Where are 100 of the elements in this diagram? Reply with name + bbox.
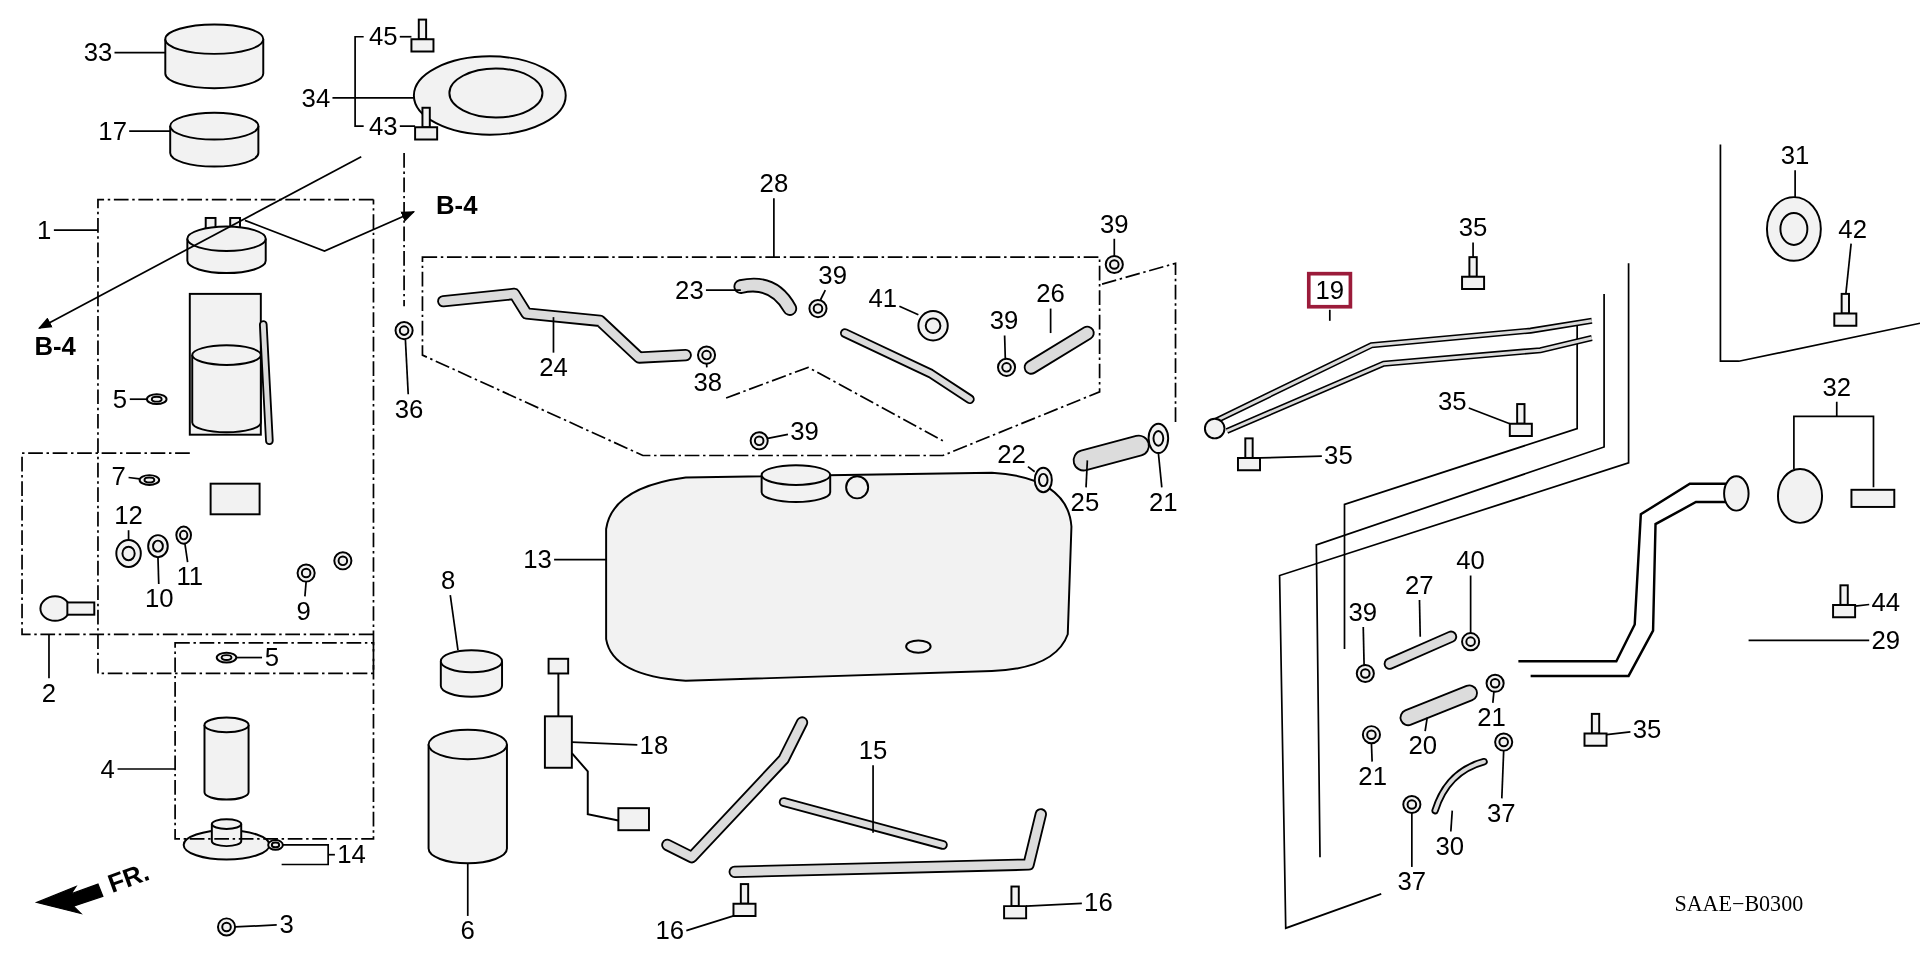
callout-number: 42 xyxy=(1838,215,1867,243)
callout-number: 31 xyxy=(1780,142,1810,169)
leader-line xyxy=(127,476,141,480)
leader-line xyxy=(1003,334,1007,360)
hose-clip-drawing xyxy=(1104,254,1124,275)
callout-number: 21 xyxy=(1358,762,1387,790)
callout-number: 27 xyxy=(1404,571,1434,599)
callout-number: 37 xyxy=(1486,799,1516,827)
callout-number: 43 xyxy=(368,112,398,140)
callout-number: 39 xyxy=(1100,210,1129,238)
callout-number: 44 xyxy=(1871,589,1901,616)
leader-line xyxy=(1449,809,1454,833)
callout-number: 17 xyxy=(98,117,127,145)
callout-number: 20 xyxy=(1408,732,1438,760)
leader-line xyxy=(552,316,555,354)
callout-number: 10 xyxy=(144,585,174,613)
callout-number: 40 xyxy=(1456,547,1485,575)
leader-line xyxy=(1472,241,1474,258)
callout-number: 3 xyxy=(279,911,294,938)
seal-drawing xyxy=(138,474,161,486)
leader-line xyxy=(398,125,416,127)
callout-number: 28 xyxy=(759,170,789,198)
leader-line xyxy=(404,338,410,396)
fuel-cap-drawing xyxy=(1777,415,1896,524)
leader-line xyxy=(113,51,167,54)
bolt-drawing xyxy=(1003,885,1028,920)
callout-number: 26 xyxy=(1036,280,1065,308)
leader-line xyxy=(327,853,336,856)
leader-line xyxy=(304,580,307,598)
screw-drawing xyxy=(410,18,435,53)
callout-number: 33 xyxy=(83,39,113,67)
leader-line xyxy=(766,433,789,440)
callout-number: 4 xyxy=(100,755,115,783)
grommet-drawing xyxy=(414,106,439,141)
screw-drawing xyxy=(1833,292,1858,327)
callout-number: 37 xyxy=(1397,868,1427,896)
clip-drawing xyxy=(296,551,353,583)
callout-number: 39 xyxy=(790,417,819,445)
callout-number: 7 xyxy=(111,462,126,490)
leader-line xyxy=(1085,459,1089,489)
hose-clip-drawing xyxy=(1494,732,1514,752)
leader-line xyxy=(1418,599,1422,638)
callout-number: 32 xyxy=(1822,373,1852,401)
callout-number: 36 xyxy=(394,395,424,423)
leader-line xyxy=(819,289,827,301)
hose-clip-drawing xyxy=(1485,673,1505,693)
direction-label: FR. xyxy=(104,858,153,898)
callout-number: 29 xyxy=(1871,626,1901,654)
callout-number: 34 xyxy=(301,84,331,112)
hose-clip-drawing xyxy=(1461,632,1481,652)
bolt-drawing xyxy=(1583,712,1608,747)
callout-number: 21 xyxy=(1477,704,1506,732)
fuel-tank-drawing xyxy=(605,464,1073,682)
washer-drawing xyxy=(115,539,142,568)
o-ring-drawing xyxy=(215,651,238,664)
callout-number: 21 xyxy=(1148,488,1178,516)
reference-label: B-4 xyxy=(436,192,478,220)
leader-line xyxy=(1492,691,1495,704)
bolt-drawing xyxy=(1461,256,1486,290)
lock-ring-drawing xyxy=(164,23,265,90)
leader-line xyxy=(1259,455,1323,459)
callout-number: 39 xyxy=(1348,598,1378,626)
leader-line xyxy=(1113,237,1116,257)
leader-line xyxy=(234,924,278,928)
callout-number: 35 xyxy=(1437,388,1467,416)
callout-number: 23 xyxy=(675,276,704,304)
leader-line xyxy=(466,862,469,917)
callout-number: 12 xyxy=(114,502,143,529)
callout-number: 30 xyxy=(1435,832,1465,860)
leader-line xyxy=(1027,465,1036,473)
callout-number: 39 xyxy=(818,262,847,289)
filler-pipe-drawing xyxy=(1517,475,1750,678)
callout-number: 13 xyxy=(523,546,552,574)
leader-line xyxy=(705,362,708,369)
leader-line xyxy=(705,289,742,292)
leader-line xyxy=(48,633,50,680)
leader-line xyxy=(1835,400,1838,418)
leader-line xyxy=(1370,742,1373,763)
callout-number: 45 xyxy=(368,23,398,51)
callout-number: 38 xyxy=(693,368,723,396)
hose-drawing xyxy=(1431,757,1488,815)
clip-drawing xyxy=(217,917,237,937)
cover-plate-drawing xyxy=(412,55,567,136)
leader-line xyxy=(1845,242,1852,295)
callout-number: 16 xyxy=(655,917,685,945)
callout-number: 16 xyxy=(1084,889,1113,916)
leader-line xyxy=(331,97,415,99)
bracket-drawing xyxy=(267,839,330,866)
hose-clip-drawing xyxy=(394,321,414,341)
leader-line xyxy=(184,542,189,563)
clamp-drawing xyxy=(1147,422,1170,455)
leader-line xyxy=(53,229,99,232)
assembly-outline xyxy=(97,198,375,675)
assembly-outline xyxy=(21,452,375,636)
callout-number: 35 xyxy=(1458,214,1488,242)
leader-line xyxy=(898,305,920,316)
bolt-drawing xyxy=(1237,437,1261,472)
leader-line xyxy=(1605,730,1632,736)
leader-line xyxy=(128,398,148,401)
callout-number: 25 xyxy=(1070,488,1100,516)
